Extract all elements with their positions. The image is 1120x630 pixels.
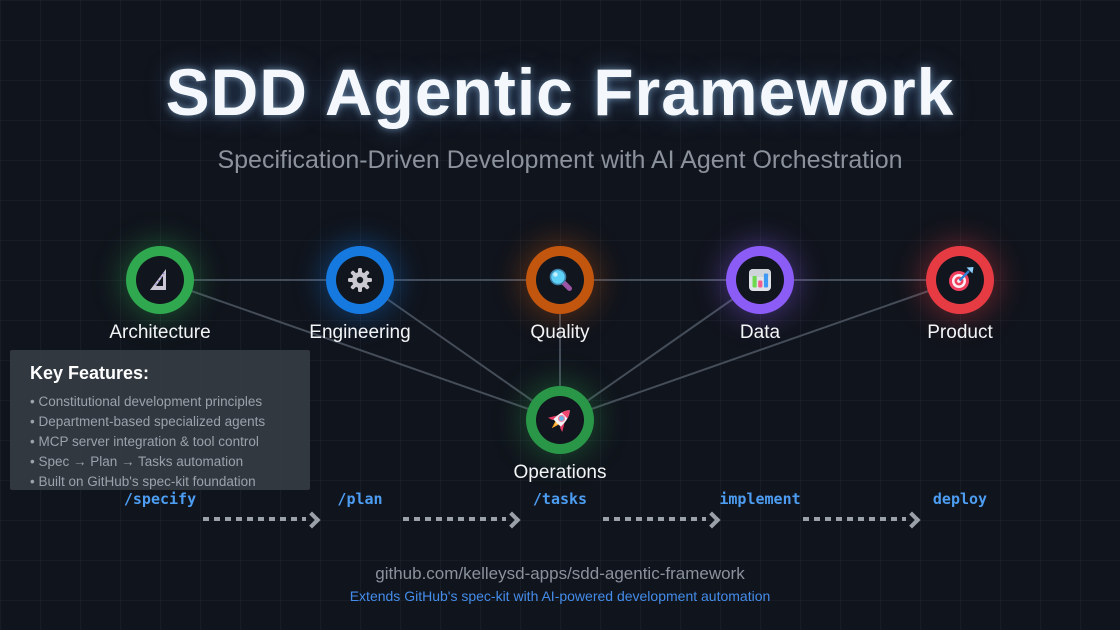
dashed-arrow-icon — [203, 517, 306, 521]
key-feature-item: • Spec → Plan → Tasks automation — [30, 454, 244, 469]
connection-line — [159, 279, 561, 421]
connection-line — [559, 279, 961, 421]
node-data — [726, 246, 794, 314]
key-features-heading: Key Features: — [30, 363, 150, 383]
key-features-panel: Key Features: • Constitutional developme… — [10, 350, 310, 490]
node-label-engineering: Engineering — [309, 322, 411, 343]
workflow-stage-deploy: deploy — [932, 490, 988, 508]
key-features-list: • Constitutional development principles … — [30, 392, 294, 492]
node-product — [926, 246, 994, 314]
node-quality — [526, 246, 594, 314]
footer-repo-link: github.com/kelleysd-apps/sdd-agentic-fra… — [375, 564, 745, 583]
set-square-icon — [150, 269, 166, 290]
key-feature-item: • MCP server integration & tool control — [30, 434, 259, 449]
key-feature-item: • Built on GitHub's spec-kit foundation — [30, 474, 256, 489]
page-title: SDD Agentic Framework — [165, 55, 955, 129]
dashed-arrow-icon — [403, 517, 506, 521]
node-label-data: Data — [739, 322, 781, 343]
node-engineering — [326, 246, 394, 314]
rocket-icon — [547, 410, 570, 433]
workflow-stage-specify: /specify — [123, 490, 197, 508]
key-feature-item: • Constitutional development principles — [30, 394, 263, 409]
dashed-arrow-icon — [603, 517, 706, 521]
node-label-product: Product — [927, 322, 993, 343]
key-feature-item: • Department-based specialized agents — [30, 414, 266, 429]
page-subtitle: Specification-Driven Development with AI… — [217, 146, 903, 174]
node-label-operations: Operations — [513, 462, 607, 483]
node-label-quality: Quality — [530, 322, 590, 343]
node-architecture — [126, 246, 194, 314]
footer-tagline: Extends GitHub's spec-kit with AI-powere… — [349, 588, 771, 604]
workflow-stage-tasks: /tasks — [532, 490, 588, 508]
dashed-arrow-icon — [803, 517, 906, 521]
magnifier-icon — [549, 268, 572, 291]
target-icon — [949, 267, 974, 291]
connection-line — [359, 279, 561, 421]
bar-chart-icon — [749, 269, 771, 291]
node-operations — [526, 386, 594, 454]
gear-icon — [348, 268, 372, 292]
connection-line — [559, 279, 761, 421]
workflow-stage-implement: implement — [719, 490, 801, 508]
node-label-architecture: Architecture — [109, 322, 211, 343]
workflow-stage-plan: /plan — [337, 490, 383, 508]
